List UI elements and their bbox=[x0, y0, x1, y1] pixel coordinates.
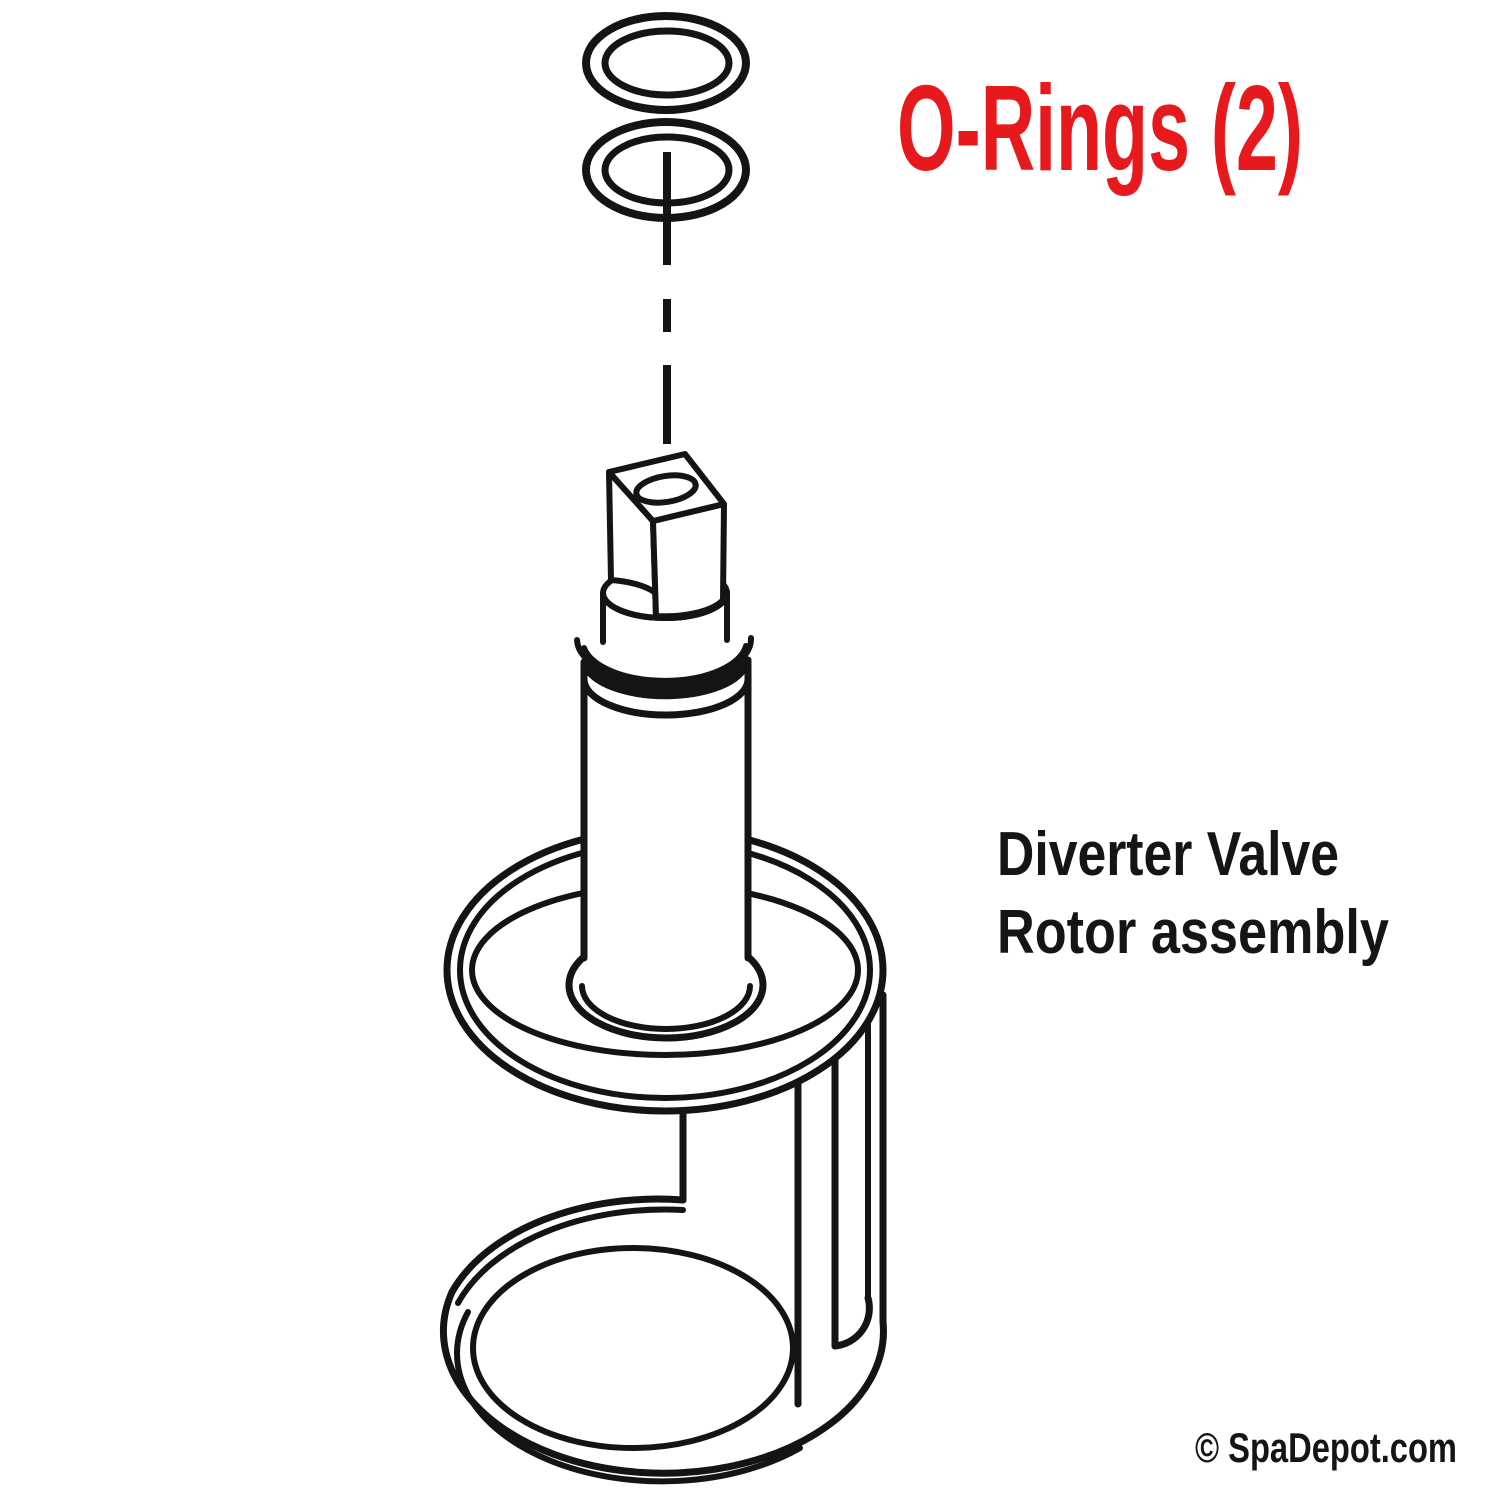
stem-top-face bbox=[606, 451, 727, 524]
cup-cut-edge-outer bbox=[448, 1195, 687, 1296]
neck-front-arc bbox=[600, 589, 731, 621]
cup-cut-edge-inner bbox=[455, 1206, 686, 1306]
shaft-body-fill bbox=[587, 668, 745, 980]
shaft-seal-band bbox=[574, 635, 755, 719]
hub-inner-arc bbox=[579, 983, 753, 1032]
rotor-shaft bbox=[580, 656, 752, 980]
cup-inner-rim bbox=[454, 1309, 803, 1485]
copyright-text: © SpaDepot.com bbox=[1195, 1424, 1457, 1471]
o-ring-top-inner bbox=[601, 27, 733, 99]
label-part-name-line1: Diverter Valve bbox=[997, 820, 1339, 889]
stem-hole bbox=[633, 472, 699, 506]
o-ring-top-outer bbox=[582, 12, 750, 114]
cup-floor-ellipse bbox=[470, 1245, 796, 1451]
rotor-cup bbox=[439, 991, 887, 1485]
seal-band-thick-arc bbox=[583, 658, 749, 700]
shaft-top-edge-arc bbox=[580, 674, 752, 719]
line-art bbox=[439, 12, 887, 1485]
label-part-name-line2: Rotor assembly bbox=[997, 898, 1389, 967]
cup-outer-rim bbox=[439, 1288, 887, 1477]
label-o-rings: O-Rings (2) bbox=[897, 60, 1303, 196]
rotor-stem-square bbox=[600, 451, 731, 621]
cup-slot-bottom-arc bbox=[831, 1294, 873, 1350]
